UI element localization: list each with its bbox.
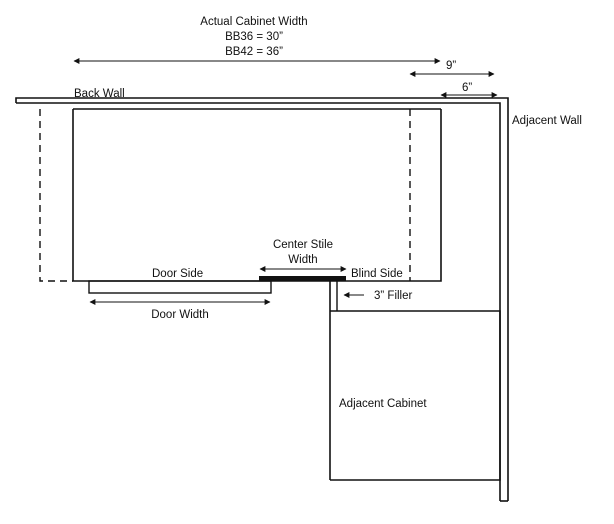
title-line-2: BB36 = 30”	[225, 31, 283, 43]
back-wall-line	[15, 97, 509, 501]
title-line-3: BB42 = 36”	[225, 46, 283, 58]
six-inch-label: 6”	[462, 82, 472, 94]
door-side-label: Door Side	[152, 268, 203, 280]
adjacent-cabinet-label: Adjacent Cabinet	[339, 398, 427, 410]
center-stile	[259, 276, 346, 281]
nine-inch-label: 9”	[446, 60, 456, 72]
blind-side-label: Blind Side	[351, 268, 403, 280]
center-stile-label-line-2: Width	[288, 254, 317, 266]
walls	[15, 97, 509, 502]
blind-corner-cabinet	[39, 108, 442, 294]
back-wall-label: Back Wall	[74, 88, 125, 100]
center-stile-label-line-1: Center Stile	[273, 239, 333, 251]
dimension-arrows	[73, 58, 498, 305]
adjacent-cabinet-group	[329, 281, 501, 481]
cabinet-body	[72, 109, 442, 282]
title-line-1: Actual Cabinet Width	[200, 16, 307, 28]
labels: Actual Cabinet Width BB36 = 30” BB42 = 3…	[74, 16, 582, 410]
filler-label: 3” Filler	[374, 290, 413, 302]
wider-cabinet-outline-left	[39, 109, 73, 282]
adjacent-cabinet-box	[330, 310, 501, 481]
door-panel	[88, 280, 272, 294]
door-width-label: Door Width	[151, 309, 209, 321]
adjacent-wall-label: Adjacent Wall	[512, 115, 582, 127]
